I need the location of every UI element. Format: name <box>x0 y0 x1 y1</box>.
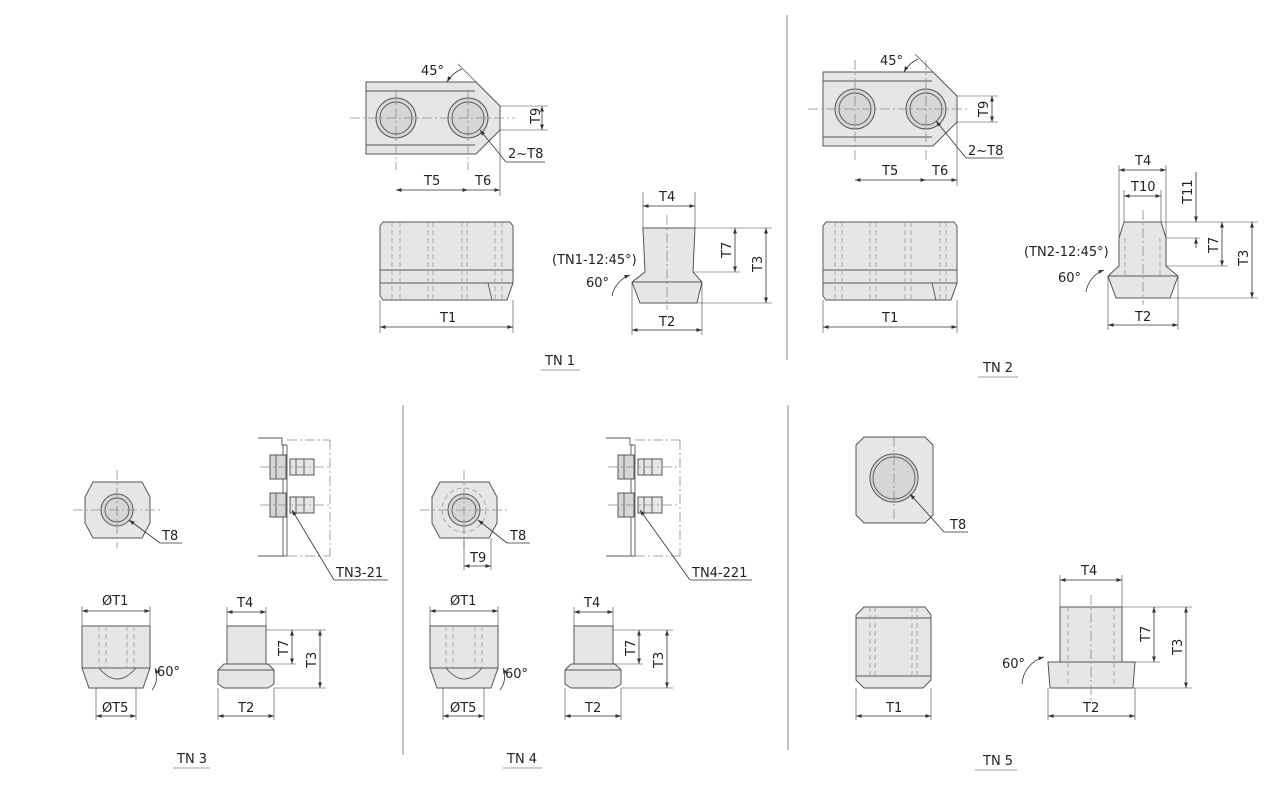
tn2-end-view <box>1107 210 1179 305</box>
tn5-side-view <box>855 606 932 689</box>
tn3-t4-label: T4 <box>236 596 253 611</box>
tn4-t9-label: T9 <box>469 551 486 566</box>
tn1-t3-label: T3 <box>751 256 766 273</box>
tn4-callout-label: TN4-221 <box>691 566 747 581</box>
tn1-caption: TN 1 <box>544 354 575 369</box>
tn2-top-view <box>808 60 970 160</box>
tn4-side-view <box>429 625 499 689</box>
tn4-t4-label: T4 <box>583 596 600 611</box>
tn3-dt1-label: ØT1 <box>102 594 128 609</box>
tn4-t7-label: T7 <box>624 640 639 657</box>
tn5-t4-label: T4 <box>1080 564 1097 579</box>
tn2-t6-label: T6 <box>931 164 948 179</box>
tn4-t8-label: T8 <box>509 529 526 544</box>
tn1-note-label: (TN1-12:45°) <box>552 253 637 268</box>
tn1-side-view <box>379 221 514 301</box>
tn5-angle60-label: 60° <box>1002 657 1025 672</box>
tn1-t1-label: T1 <box>439 311 456 326</box>
tn5-caption: TN 5 <box>982 754 1013 769</box>
tn5-t3-label: T3 <box>1171 639 1186 656</box>
tn2-angle60-label: 60° <box>1058 271 1081 286</box>
tn3-t3-label: T3 <box>305 652 320 669</box>
tn5-top-view <box>855 436 934 524</box>
tn3-top-view <box>73 470 162 548</box>
tn5-t1-label: T1 <box>885 701 902 716</box>
tn4-panel: T8 T9 TN4-221 <box>420 437 752 769</box>
tn3-side-view <box>81 625 151 689</box>
tn1-t4-label: T4 <box>658 190 675 205</box>
tn1-t8-label: 2~T8 <box>508 147 543 162</box>
tn4-t2-label: T2 <box>584 701 601 716</box>
tn3-callout-label: TN3-21 <box>335 566 383 581</box>
tn3-angle60-label: 60° <box>157 665 180 680</box>
tn2-t4-label: T4 <box>1134 154 1151 169</box>
tn4-assembly-view <box>606 437 681 557</box>
tn3-panel: T8 TN3-21 <box>73 437 388 769</box>
tn1-t2-label: T2 <box>658 315 675 330</box>
tn1-angle45-label: 45° <box>421 64 444 79</box>
tn2-t5-label: T5 <box>881 164 898 179</box>
tn2-t10-label: T10 <box>1130 180 1155 195</box>
tn2-t7-label: T7 <box>1207 237 1222 254</box>
tn2-angle45-label: 45° <box>880 54 903 69</box>
tn3-t8-label: T8 <box>161 529 178 544</box>
tn2-t3-label: T3 <box>1237 250 1252 267</box>
tn4-dt5-label: ØT5 <box>450 701 476 716</box>
tn3-assembly-view <box>258 437 331 557</box>
tn2-caption: TN 2 <box>982 361 1013 376</box>
tn2-note-label: (TN2-12:45°) <box>1024 245 1109 260</box>
tn3-t2-label: T2 <box>237 701 254 716</box>
tn4-t3-label: T3 <box>652 652 667 669</box>
tn1-t7-label: T7 <box>720 242 735 259</box>
tn5-t8-label: T8 <box>949 518 966 533</box>
tn1-top-view <box>350 81 515 170</box>
tn1-t9-label: T9 <box>529 108 544 125</box>
tn2-t11-label: T11 <box>1181 180 1196 205</box>
tn1-t5-label: T5 <box>423 174 440 189</box>
tn2-t2-label: T2 <box>1134 310 1151 325</box>
tn2-side-view <box>822 221 958 301</box>
tn3-end-view <box>217 625 275 689</box>
tn3-caption: TN 3 <box>176 752 207 767</box>
tn4-caption: TN 4 <box>506 752 537 767</box>
tn1-end-view <box>631 215 703 310</box>
tn2-t9-label: T9 <box>977 101 992 118</box>
tn3-dt5-label: ØT5 <box>102 701 128 716</box>
tn2-panel: 45° T9 2~T8 T5 T6 T1 <box>808 53 1258 378</box>
tn5-end-view <box>1047 595 1136 700</box>
tn4-angle60-label: 60° <box>505 667 528 682</box>
tn3-t7-label: T7 <box>277 640 292 657</box>
tn4-end-view <box>564 625 622 689</box>
tn4-top-view <box>420 470 508 548</box>
tn1-angle60-label: 60° <box>586 276 609 291</box>
tn4-dt1-label: ØT1 <box>450 594 476 609</box>
tn2-t1-label: T1 <box>881 311 898 326</box>
tn5-t7-label: T7 <box>1139 626 1154 643</box>
tn1-t6-label: T6 <box>474 174 491 189</box>
tn5-t2-label: T2 <box>1082 701 1099 716</box>
tn2-t8-label: 2~T8 <box>968 144 1003 159</box>
tn5-panel: T8 T1 T4 T7 T3 <box>855 436 1192 771</box>
tn1-panel: 45° T9 2~T8 T5 T6 <box>350 63 772 371</box>
